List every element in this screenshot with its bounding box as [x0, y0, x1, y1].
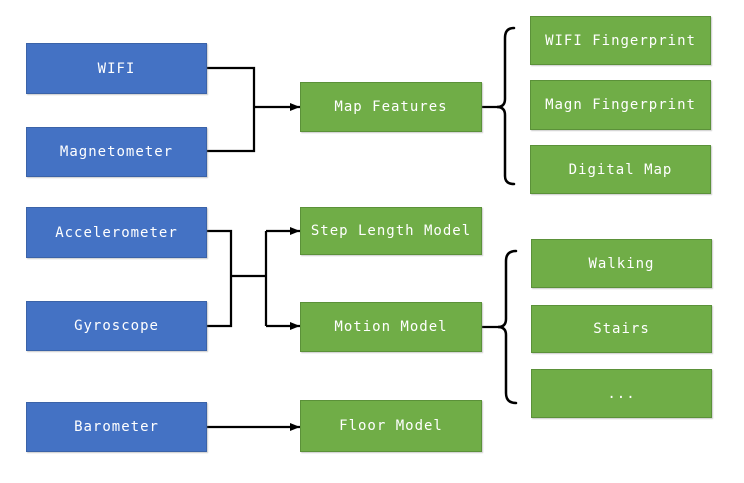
model-label-step-length-model: Step Length Model — [310, 223, 472, 239]
sensor-label-barometer: Barometer — [74, 419, 159, 435]
output-label-digital-map: Digital Map — [568, 161, 673, 178]
output-box-magn-fingerprint: Magn Fingerprint — [530, 80, 711, 130]
output-box-wifi-fingerprint: WIFI Fingerprint — [530, 16, 711, 65]
output-label-walking: Walking — [588, 255, 655, 272]
model-label-map-features: Map Features — [334, 99, 448, 115]
output-label-wifi-fingerprint: WIFI Fingerprint — [545, 32, 696, 49]
output-label-stairs: Stairs — [593, 321, 650, 337]
sensor-box-wifi: WIFI — [26, 43, 207, 94]
model-box-motion-model: Motion Model — [300, 302, 482, 352]
brace-motion-model-outputs — [497, 249, 518, 405]
sensor-box-accelerometer: Accelerometer — [26, 207, 207, 258]
output-label-ellipsis: ... — [607, 385, 636, 402]
sensor-label-accelerometer: Accelerometer — [55, 224, 178, 241]
model-label-floor-model: Floor Model — [339, 418, 443, 434]
output-label-magn-fingerprint: Magn Fingerprint — [545, 97, 696, 113]
model-label-motion-model: Motion Model — [334, 319, 448, 335]
connector-accelerometer-gyroscope-join — [207, 229, 233, 328]
brace-map-features-outputs — [496, 26, 516, 186]
sensor-box-barometer: Barometer — [26, 402, 207, 452]
output-box-ellipsis: ... — [531, 369, 712, 418]
model-box-map-features: Map Features — [300, 82, 482, 132]
sensor-box-magnetometer: Magnetometer — [26, 127, 207, 177]
model-box-floor-model: Floor Model — [300, 400, 482, 452]
output-box-stairs: Stairs — [531, 305, 712, 353]
output-box-walking: Walking — [531, 239, 712, 288]
connector-wifi-magnetometer-join — [207, 66, 256, 153]
sensor-box-gyroscope: Gyroscope — [26, 301, 207, 351]
sensor-label-gyroscope: Gyroscope — [74, 318, 159, 334]
model-box-step-length-model: Step Length Model — [300, 207, 482, 255]
output-box-digital-map: Digital Map — [530, 145, 711, 194]
sensor-label-magnetometer: Magnetometer — [59, 144, 174, 160]
sensor-label-wifi: WIFI — [97, 60, 136, 77]
